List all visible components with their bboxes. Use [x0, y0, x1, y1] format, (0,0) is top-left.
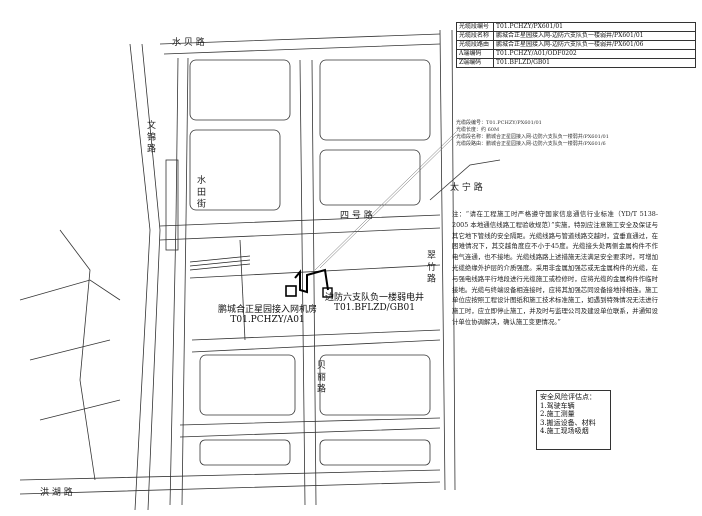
site-a-label: 鹏城合正星园接入网机房 T01.PCHZY/A01 — [218, 305, 317, 325]
svg-text:贝 丽 路: 贝 丽 路 — [315, 360, 326, 394]
annotation-line: 光缆段编号：T01.PCHZY/PX601/01 — [456, 120, 542, 126]
svg-text:水 贝 路: 水 贝 路 — [172, 36, 205, 48]
svg-text:洪 湖 路: 洪 湖 路 — [40, 486, 73, 498]
road-label-east: 四 号 路 — [340, 209, 373, 221]
annotation-line: 光缆长度：约 60M — [456, 127, 500, 133]
cable-annotation: 光缆段编号：T01.PCHZY/PX601/01 光缆长度：约 60M 光缆段名… — [456, 120, 636, 148]
risk-item: 2.施工测量 — [540, 410, 575, 418]
site-z-label: 边防六支队负一楼弱电井 T01.BFLZD/GB01 — [325, 293, 424, 313]
road-label-right: 太 宁 路 — [450, 181, 483, 193]
site-z-marker — [322, 287, 333, 298]
svg-text:翠 竹 路: 翠 竹 路 — [425, 250, 436, 284]
risk-assessment-box: 安全风险评估点： 1.驾驶车辆 2.施工测量 3.搬运设备、材料 4.施工现场吸… — [536, 390, 611, 450]
risk-item: 4.施工现场吸烟 — [540, 427, 589, 435]
svg-text:水 田 街: 水 田 街 — [195, 174, 206, 209]
table-row: 光缆段路由鹏城合正星园接入网-边防六支队负一楼弱井/PX601/06 — [456, 40, 696, 50]
road-label-bottom: 洪 湖 路 — [40, 486, 73, 498]
table-row: 光缆段名称鹏城合正星园接入网-边防六支队负一楼弱井/PX601/01 — [456, 31, 696, 41]
road-label-center: 贝 丽 路 — [315, 360, 326, 394]
site-a-code: T01.PCHZY/A01 — [230, 315, 305, 325]
road-label-lowerright: 翠 竹 路 — [425, 250, 436, 284]
site-z-code: T01.BFLZD/GB01 — [334, 303, 415, 313]
street-network — [19, 29, 501, 511]
road-label-left: 文 锦 路 — [145, 119, 156, 154]
construction-note: 注：“请在工程施工时严格遵守国家信息通信行业标准（YD/T 5138-2005 … — [452, 210, 658, 326]
svg-text:太 宁 路: 太 宁 路 — [450, 181, 483, 193]
risk-title: 安全风险评估点： — [540, 393, 596, 401]
annotation-line: 光缆段路由：鹏城合正星园接入网-边防六支队负一楼弱井/PX601/6 — [456, 141, 606, 147]
site-a-name: 鹏城合正星园接入网机房 — [218, 305, 318, 315]
road-label-midleft: 水 田 街 — [195, 174, 206, 209]
site-z-name: 边防六支队负一楼弱电井 — [325, 293, 425, 303]
road-label-top: 水 贝 路 — [172, 36, 205, 48]
cable-route — [294, 268, 329, 294]
annotation-line: 光缆段名称：鹏城合正星园接入网-边防六支队负一楼弱井/PX601/01 — [456, 134, 609, 140]
svg-text:文 锦 路: 文 锦 路 — [145, 119, 156, 154]
risk-item: 3.搬运设备、材料 — [540, 418, 596, 427]
site-a-marker — [285, 285, 297, 297]
svg-text:四 号 路: 四 号 路 — [340, 209, 373, 221]
risk-item: 1.驾驶车辆 — [540, 401, 575, 410]
